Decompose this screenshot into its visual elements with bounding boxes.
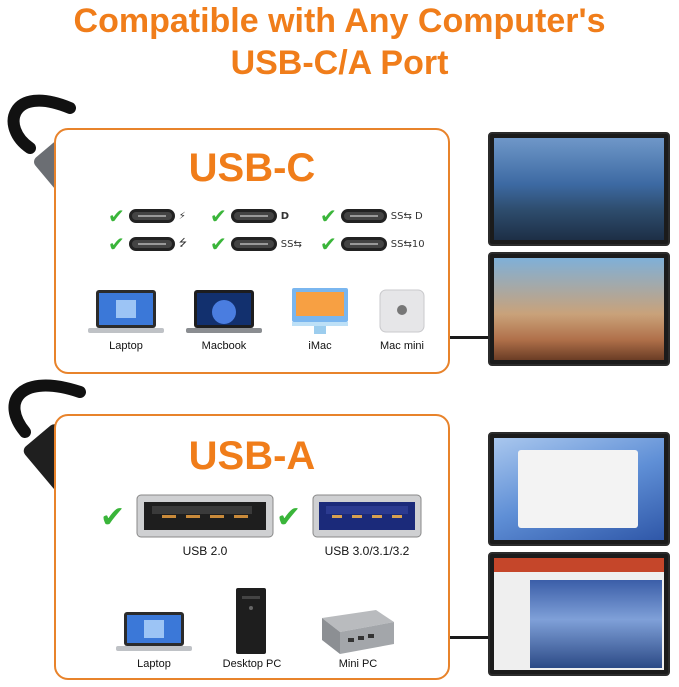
displayport-icon: D: [280, 210, 290, 222]
check-icon: ✔: [320, 232, 337, 256]
usb-c-port-thunderbolt: ✔ ⚡: [108, 204, 186, 228]
portable-monitor-top-screen: [488, 132, 670, 246]
check-icon: ✔: [210, 204, 227, 228]
usb-c-title: USB-C: [188, 146, 316, 190]
usb-3-port-icon: [312, 494, 422, 538]
port-label-usb-3: USB 3.0/3.1/3.2: [324, 544, 410, 558]
portable-monitor-bottom-screen: [488, 252, 670, 366]
usb-c-port-icon: [128, 237, 175, 251]
device-label-macbook: Macbook: [201, 340, 247, 352]
device-label-laptop: Laptop: [109, 340, 143, 352]
macbook-icon: [186, 290, 262, 333]
usb-c-port-icon: [128, 209, 175, 223]
usb-a-title: USB-A: [188, 434, 316, 478]
laptop-icon: [116, 612, 192, 651]
check-icon: ✔: [100, 500, 126, 535]
monitor-cable: [450, 636, 488, 639]
device-label-mini-pc: Mini PC: [338, 658, 378, 670]
thunderbolt-icon: ⚡: [178, 210, 186, 222]
device-label-laptop: Laptop: [137, 658, 171, 670]
usb-c-port-icon: [340, 237, 387, 251]
usb-c-port-usb: ✔ ⭍: [108, 232, 187, 256]
superspeed-icon: SS⇆: [280, 238, 302, 250]
port-label-usb-2: USB 2.0: [182, 544, 228, 558]
device-label-mac-mini: Mac mini: [379, 340, 424, 352]
laptop-icon: [88, 290, 164, 333]
device-label-desktop-pc: Desktop PC: [222, 658, 282, 670]
device-label-imac: iMac: [308, 340, 332, 352]
monitor-cable: [450, 336, 488, 339]
mini-pc-icon: [322, 610, 394, 654]
imac-icon: [292, 288, 348, 334]
usb-c-port-icon: [230, 209, 277, 223]
mac-mini-icon: [379, 289, 425, 333]
superspeed-displayport-icon: SS⇆ D: [390, 210, 423, 222]
check-icon: ✔: [108, 204, 125, 228]
headline-line-2: USB-C/A Port: [230, 44, 449, 82]
check-icon: ✔: [276, 500, 302, 535]
usb-c-port-icon: [230, 237, 277, 251]
portable-monitor-powerpoint-screen: [488, 552, 670, 676]
check-icon: ✔: [210, 232, 227, 256]
usb-c-panel: USB-C ✔ ⚡ ✔ D ✔ SS⇆ D ✔ ⭍ ✔ SS⇆ ✔ SS⇆10 …: [54, 128, 450, 374]
usb-a-panel: USB-A ✔ USB 2.0 ✔ USB 3.0/3.1/3.2 Laptop…: [54, 414, 450, 680]
desktop-pc-icon: [236, 588, 266, 654]
check-icon: ✔: [108, 232, 125, 256]
usb-icon: ⭍: [178, 237, 188, 249]
usb-c-port-displayport: ✔ D: [210, 204, 289, 228]
headline-line-1: Compatible with Any Computer's: [73, 2, 606, 40]
portable-monitor-windows-screen: [488, 432, 670, 546]
usb-c-port-ss-displayport: ✔ SS⇆ D: [320, 204, 423, 228]
check-icon: ✔: [320, 204, 337, 228]
superspeed-10-icon: SS⇆10: [390, 238, 425, 250]
usb-c-port-superspeed: ✔ SS⇆: [210, 232, 302, 256]
usb-c-port-icon: [340, 209, 387, 223]
usb-2-port-icon: [136, 494, 274, 538]
usb-c-port-superspeed-10: ✔ SS⇆10: [320, 232, 425, 256]
